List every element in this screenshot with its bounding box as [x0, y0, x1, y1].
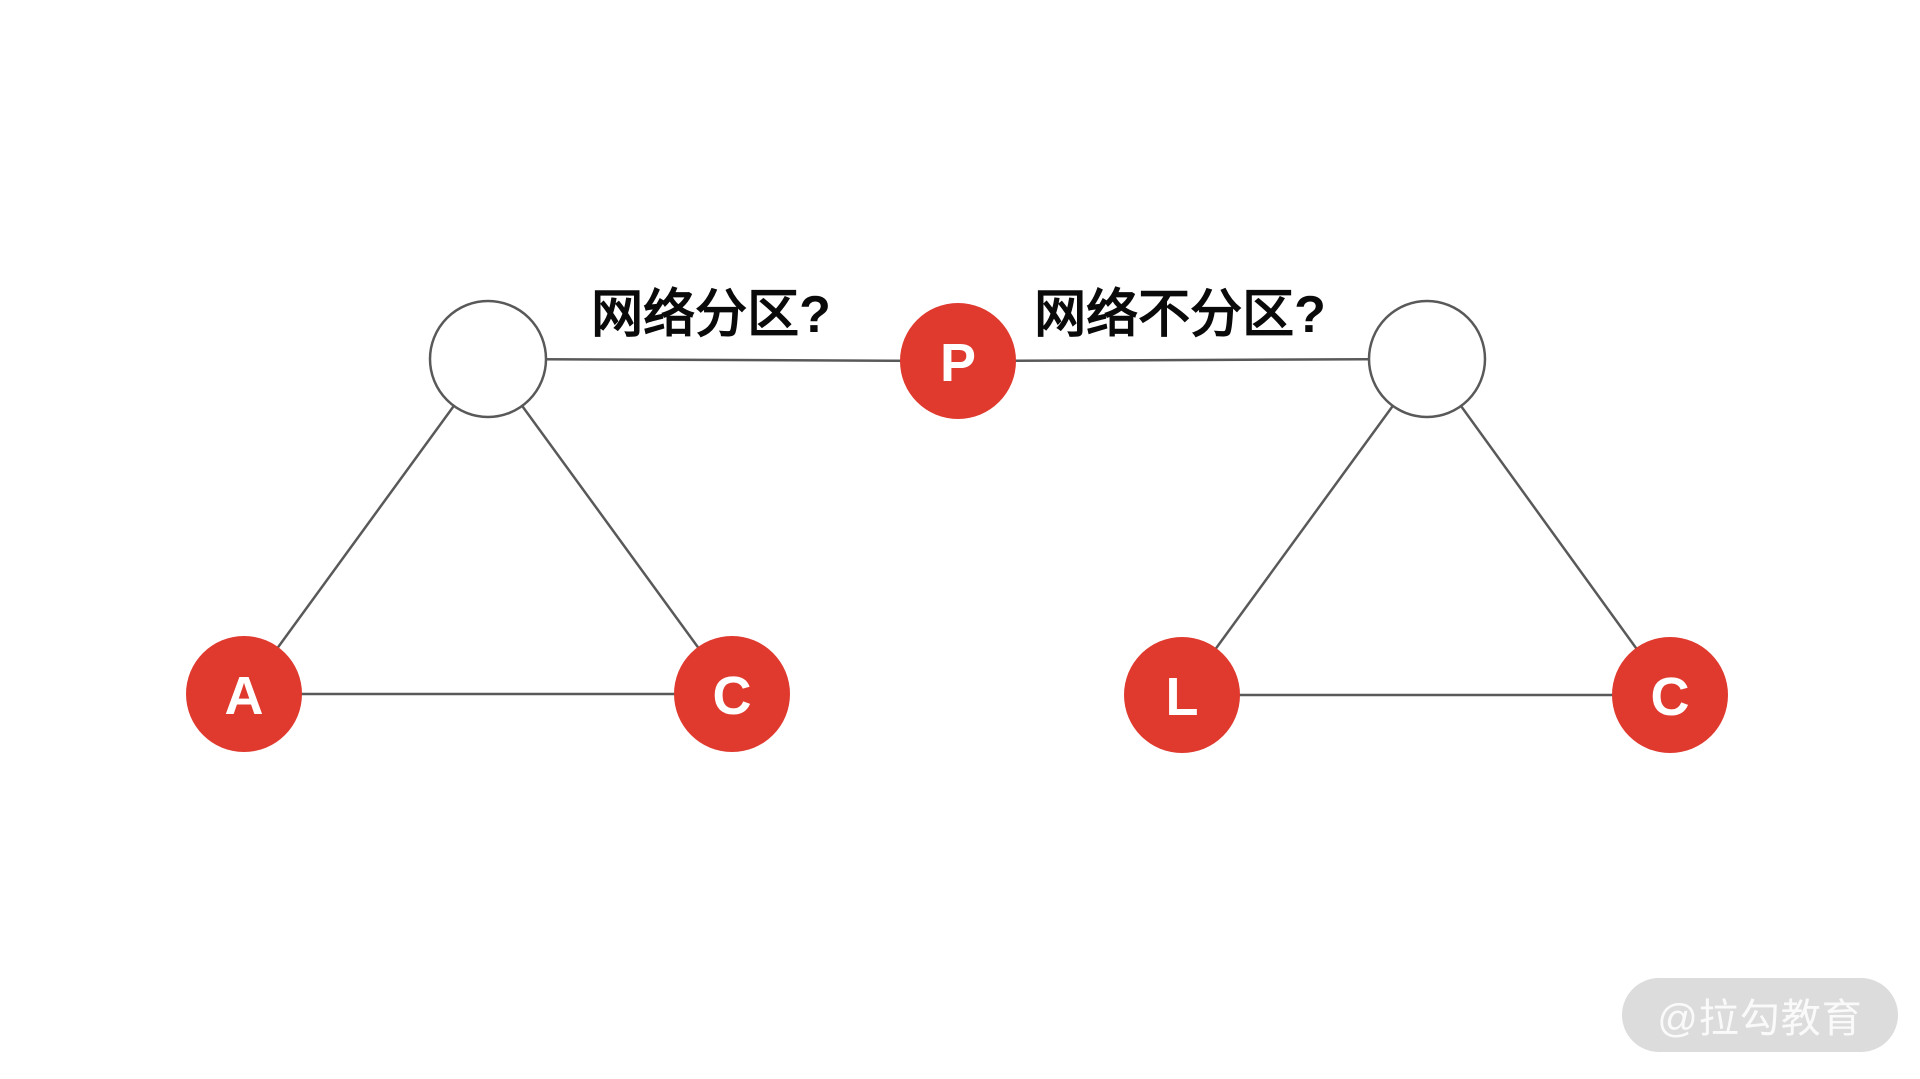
node-right-top-empty — [1367, 299, 1487, 419]
watermark-text: @拉勾教育 — [1657, 997, 1863, 1041]
watermark-pill: @拉勾教育 — [1622, 978, 1898, 1052]
node-left-a — [186, 636, 302, 752]
edge-left-top-empty--left-c — [486, 358, 734, 695]
right-no-partition-question-label: 网络不分区? — [1034, 286, 1326, 344]
node-left-c — [674, 636, 790, 752]
edge-left-top-empty--p-center — [487, 357, 959, 363]
node-label-left-a: A — [225, 666, 264, 726]
node-label-p-center: P — [940, 333, 976, 393]
node-right-c — [1612, 637, 1728, 753]
node-right-l — [1124, 637, 1240, 753]
node-label-left-c: C — [713, 666, 752, 726]
node-left-top-empty — [428, 299, 548, 419]
left-partition-question-label: 网络分区? — [591, 286, 831, 344]
edge-right-top-empty--right-l — [1180, 358, 1429, 696]
node-label-right-l: L — [1166, 667, 1199, 727]
node-label-right-c: C — [1651, 667, 1690, 727]
edge-right-top-empty--right-c — [1425, 358, 1672, 696]
edge-left-top-empty--left-a — [242, 358, 490, 695]
edge-p-center--right-top-empty — [957, 357, 1428, 363]
node-p-center — [900, 303, 1016, 419]
